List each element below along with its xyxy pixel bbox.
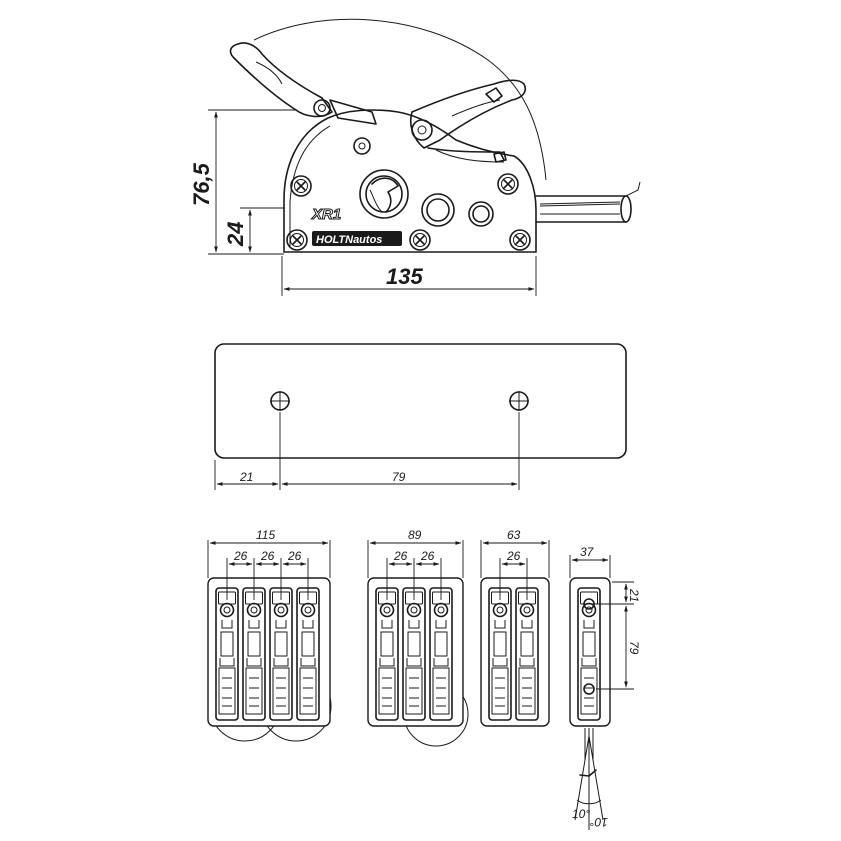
dim-hole-spacing-label: 79 [392,470,406,484]
mounting-hole-icon [509,391,529,411]
quad-width-label: 115 [256,528,275,542]
brand-plate [312,231,402,246]
dim-base-height-label: 24 [223,222,248,247]
mounting-hole-icon [583,598,595,610]
single-hole-offset-label: 21 [627,588,641,602]
clutch-body: XR1 HOLTNautos [283,109,537,253]
mounting-hole-icon [270,391,290,411]
triple-pitch-label: 26 [420,549,435,563]
dimension-total-height: 76,5 [189,109,296,255]
dim-length-label: 135 [386,264,423,289]
lever-sweep-arc [253,18,547,181]
screw-icon [497,173,519,195]
top-view-quad: 115 26 26 26 [207,528,332,742]
side-view: XR1 HOLTNautos 76,5 24 [189,18,641,296]
mounting-hole-icon [583,683,595,695]
triple-width-label: 89 [408,528,422,542]
quad-pitch-label: 26 [233,549,248,563]
dimension-base-height: 24 [223,207,284,253]
brand-label: HOLTNautos [316,234,382,246]
dim-total-height-label: 76,5 [189,162,214,206]
double-pitch-label: 26 [506,549,521,563]
rope [535,181,641,223]
base-plate-view: 21 79 [214,343,627,490]
screw-icon [286,229,308,251]
single-hole-spacing-label: 79 [627,641,641,655]
left-lever [229,42,377,125]
top-view-triple: 89 26 26 [367,528,469,747]
screw-icon [409,229,431,251]
angle-left-label: 10° [572,807,590,821]
screw-icon [509,229,531,251]
right-lever [409,79,527,163]
single-width-label: 37 [580,545,595,559]
angle-right-label: 10° [590,815,608,829]
dim-hole-offset-label: 21 [239,470,253,484]
quad-pitch-label: 26 [287,549,302,563]
top-view-single: 37 21 79 10° 10° [569,545,641,830]
screw-icon [290,175,312,197]
base-plate [214,343,627,459]
triple-pitch-label: 26 [393,549,408,563]
dimension-length: 135 [281,256,537,296]
top-view-double: 63 26 [480,528,550,727]
model-label: XR1 [311,206,341,223]
double-width-label: 63 [507,528,521,542]
quad-pitch-label: 26 [260,549,275,563]
